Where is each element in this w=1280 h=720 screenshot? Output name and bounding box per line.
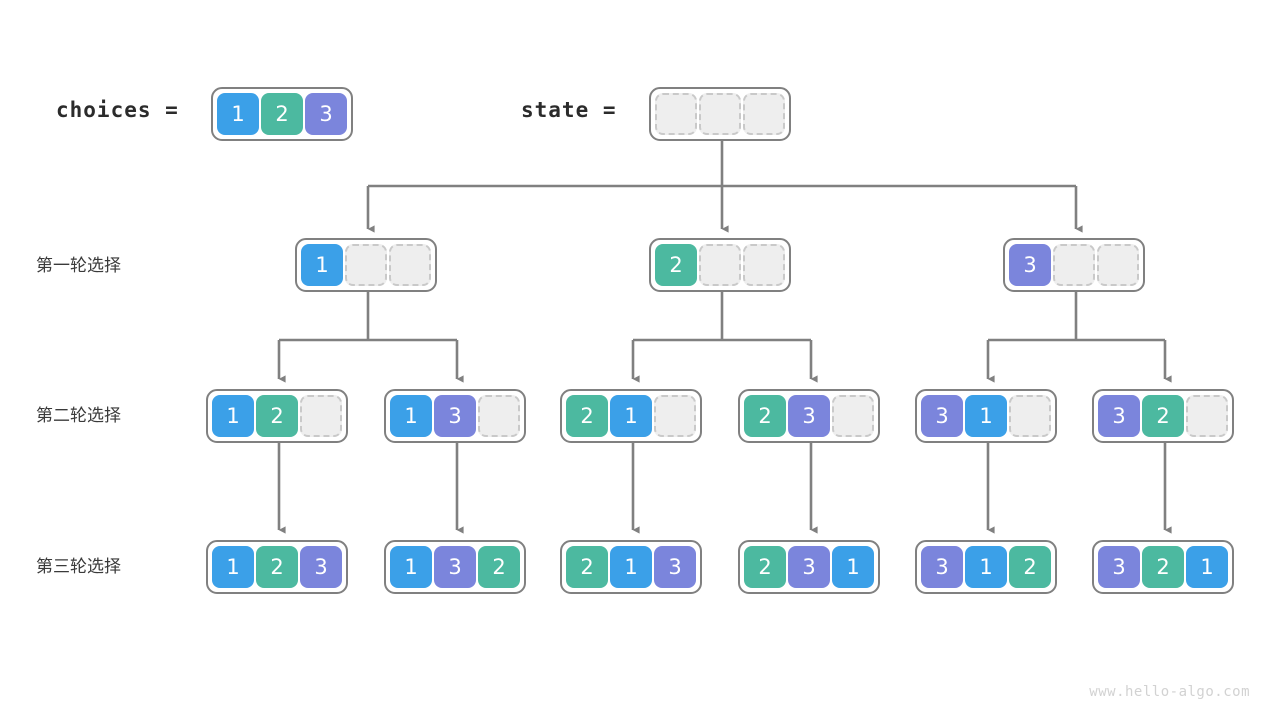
cell-value-2: 2 bbox=[256, 395, 298, 437]
cell-empty bbox=[832, 395, 874, 437]
cell-value-1: 1 bbox=[832, 546, 874, 588]
cell-value-3: 3 bbox=[434, 546, 476, 588]
state-array bbox=[649, 87, 791, 141]
watermark: www.hello-algo.com bbox=[1089, 684, 1250, 700]
cell-value-3: 3 bbox=[300, 546, 342, 588]
row-label-round-1: 第一轮选择 bbox=[36, 256, 121, 276]
level1-node-2: 2 bbox=[649, 238, 791, 292]
cell-value-1: 1 bbox=[212, 546, 254, 588]
cell-empty bbox=[655, 93, 697, 135]
cell-value-2: 2 bbox=[256, 546, 298, 588]
level1-node-3: 3 bbox=[1003, 238, 1145, 292]
cell-value-3: 3 bbox=[921, 546, 963, 588]
cell-value-1: 1 bbox=[965, 546, 1007, 588]
cell-value-1: 1 bbox=[217, 93, 259, 135]
cell-value-2: 2 bbox=[744, 546, 786, 588]
cell-value-2: 2 bbox=[1009, 546, 1051, 588]
cell-empty bbox=[300, 395, 342, 437]
cell-empty bbox=[345, 244, 387, 286]
cell-value-2: 2 bbox=[744, 395, 786, 437]
cell-value-2: 2 bbox=[655, 244, 697, 286]
cell-value-3: 3 bbox=[1098, 546, 1140, 588]
cell-value-1: 1 bbox=[390, 395, 432, 437]
cell-value-1: 1 bbox=[610, 546, 652, 588]
cell-value-2: 2 bbox=[566, 546, 608, 588]
cell-value-2: 2 bbox=[261, 93, 303, 135]
cell-value-2: 2 bbox=[478, 546, 520, 588]
cell-value-2: 2 bbox=[566, 395, 608, 437]
cell-empty bbox=[743, 93, 785, 135]
cell-value-1: 1 bbox=[610, 395, 652, 437]
cell-value-3: 3 bbox=[434, 395, 476, 437]
cell-empty bbox=[699, 244, 741, 286]
cell-value-2: 2 bbox=[1142, 395, 1184, 437]
cell-empty bbox=[743, 244, 785, 286]
cell-value-1: 1 bbox=[301, 244, 343, 286]
cell-empty bbox=[699, 93, 741, 135]
cell-value-3: 3 bbox=[921, 395, 963, 437]
cell-empty bbox=[1009, 395, 1051, 437]
cell-value-3: 3 bbox=[305, 93, 347, 135]
level1-node-1: 1 bbox=[295, 238, 437, 292]
cell-value-3: 3 bbox=[654, 546, 696, 588]
row-label-round-3: 第三轮选择 bbox=[36, 557, 121, 577]
cell-empty bbox=[654, 395, 696, 437]
cell-value-1: 1 bbox=[965, 395, 1007, 437]
cell-empty bbox=[389, 244, 431, 286]
state-label: state = bbox=[521, 98, 617, 122]
cell-empty bbox=[1053, 244, 1095, 286]
cell-value-1: 1 bbox=[212, 395, 254, 437]
row-label-round-2: 第二轮选择 bbox=[36, 406, 121, 426]
cell-value-1: 1 bbox=[1186, 546, 1228, 588]
choices-label: choices = bbox=[56, 98, 179, 122]
cell-value-2: 2 bbox=[1142, 546, 1184, 588]
cell-empty bbox=[478, 395, 520, 437]
cell-value-3: 3 bbox=[1009, 244, 1051, 286]
cell-value-3: 3 bbox=[788, 395, 830, 437]
cell-empty bbox=[1186, 395, 1228, 437]
cell-empty bbox=[1097, 244, 1139, 286]
cell-value-3: 3 bbox=[788, 546, 830, 588]
cell-value-1: 1 bbox=[390, 546, 432, 588]
cell-value-3: 3 bbox=[1098, 395, 1140, 437]
